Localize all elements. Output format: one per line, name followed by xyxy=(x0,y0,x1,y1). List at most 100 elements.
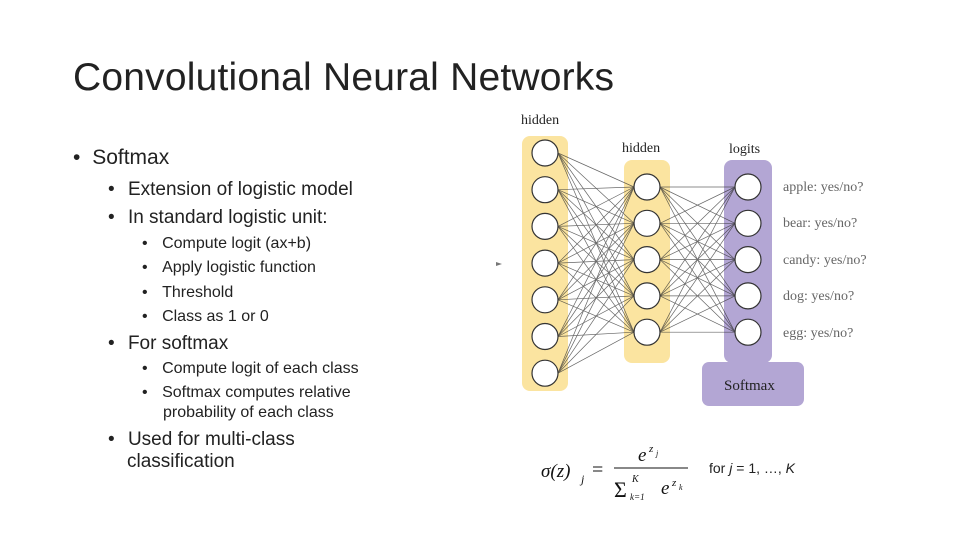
output-label-dog: dog: yes/no? xyxy=(783,289,854,304)
formula-numerator-exp: z xyxy=(648,443,654,455)
network-nodes xyxy=(531,139,762,387)
formula-condition: for j = 1, …, K xyxy=(709,460,796,476)
bullet-extension: • Extension of logistic model xyxy=(108,179,353,201)
slide-title: Convolutional Neural Networks xyxy=(73,56,615,99)
layer-label-logits: logits xyxy=(729,142,760,157)
marker-arrow-icon xyxy=(496,262,502,266)
bullet-text: Threshold xyxy=(162,284,234,301)
bullet-text: Compute logit of each class xyxy=(162,360,359,377)
softmax-formula: σ(z) j = e z j Σ K k=1 e z k xyxy=(541,443,688,502)
node-layer-3 xyxy=(734,246,762,274)
node-layer-1 xyxy=(531,286,559,314)
edge xyxy=(659,186,736,333)
bullet-multiclass-cont: classification xyxy=(127,451,235,472)
formula-denominator-exp-sub: k xyxy=(679,483,683,492)
output-label-egg: egg: yes/no? xyxy=(783,326,853,341)
edge xyxy=(659,186,736,260)
node-layer-1 xyxy=(531,212,559,240)
edge xyxy=(659,186,736,224)
bullet-compute-each: • Compute logit of each class xyxy=(142,360,359,378)
edge xyxy=(659,223,736,333)
formula-numerator-base: e xyxy=(638,445,646,466)
edge xyxy=(557,186,635,191)
edge xyxy=(557,186,635,374)
node-layer-1 xyxy=(531,249,559,277)
bullet-symbol: • xyxy=(108,333,115,354)
node-layer-3 xyxy=(734,173,762,201)
edge xyxy=(557,331,635,374)
condition-end: K xyxy=(786,460,796,476)
layer-label-hidden-1: hidden xyxy=(521,113,559,128)
bullet-text: Apply logistic function xyxy=(162,259,316,276)
bullet-softmax-relative-cont: probability of each class xyxy=(163,404,334,421)
formula-lhs-sub: j xyxy=(579,472,585,486)
bullet-text: For softmax xyxy=(127,333,229,354)
node-layer-1 xyxy=(531,322,559,351)
node-layer-1 xyxy=(531,176,559,204)
node-layer-3 xyxy=(734,282,762,310)
formula-sum-symbol: Σ xyxy=(614,477,627,502)
edge xyxy=(557,152,635,188)
node-layer-2 xyxy=(633,282,661,310)
formula-lhs: σ(z) xyxy=(541,461,570,482)
node-layer-2 xyxy=(633,209,661,237)
edge xyxy=(557,259,635,374)
bullet-symbol: • xyxy=(142,384,148,401)
edge xyxy=(659,186,736,297)
softmax-label: Softmax xyxy=(724,378,775,394)
bullet-softmax-relative: • Softmax computes relative xyxy=(142,384,351,402)
node-layer-1 xyxy=(531,139,559,167)
edge xyxy=(557,223,635,374)
bullet-text: Extension of logistic model xyxy=(127,179,353,200)
bullet-text: Compute logit (ax+b) xyxy=(162,235,312,252)
formula-denominator-exp: z xyxy=(671,477,677,489)
condition-range: = 1, …, xyxy=(732,460,785,476)
bullet-compute-logit: • Compute logit (ax+b) xyxy=(142,235,311,253)
formula-sum-upper: K xyxy=(631,474,640,485)
condition-var: j xyxy=(727,460,733,476)
bullet-softmax: • Softmax xyxy=(73,146,169,170)
softmax-box xyxy=(702,362,804,406)
edge xyxy=(659,295,736,333)
output-label-candy: candy: yes/no? xyxy=(783,253,867,268)
edge xyxy=(557,186,635,300)
edge xyxy=(557,186,635,227)
layer-label-hidden-2: hidden xyxy=(622,141,660,156)
bullet-symbol: • xyxy=(73,146,81,169)
svg-text:for j = 1, …, K: for j = 1, …, K xyxy=(709,460,796,476)
bullet-symbol: • xyxy=(142,360,148,377)
edge xyxy=(557,186,635,264)
bullet-multiclass: • Used for multi-class xyxy=(108,429,295,451)
connection-edges xyxy=(557,152,736,374)
bullet-text: Class as 1 or 0 xyxy=(162,308,269,325)
output-label-bear: bear: yes/no? xyxy=(783,216,857,231)
node-layer-3 xyxy=(734,318,762,346)
node-layer-3 xyxy=(734,209,762,237)
bullet-for-softmax: • For softmax xyxy=(108,333,228,355)
bullet-text: Used for multi-class xyxy=(127,429,295,450)
bullet-symbol: • xyxy=(142,308,148,325)
bullet-symbol: • xyxy=(108,179,115,200)
bullet-text: Softmax xyxy=(92,146,170,169)
node-layer-2 xyxy=(633,318,661,346)
edge xyxy=(557,186,635,337)
bullet-apply-logistic: • Apply logistic function xyxy=(142,259,316,277)
formula-equals: = xyxy=(592,459,603,481)
node-layer-1 xyxy=(531,359,559,387)
node-layer-2 xyxy=(633,173,661,201)
node-layer-2 xyxy=(633,246,661,274)
bullet-symbol: • xyxy=(142,284,148,301)
bullet-threshold: • Threshold xyxy=(142,284,233,302)
bullet-class: • Class as 1 or 0 xyxy=(142,308,269,326)
condition-prefix: for xyxy=(709,460,729,476)
formula-sum-lower: k=1 xyxy=(630,492,645,502)
bullet-symbol: • xyxy=(108,429,115,450)
bullet-standard: • In standard logistic unit: xyxy=(108,207,328,229)
formula-denominator-base: e xyxy=(661,478,669,499)
bullet-symbol: • xyxy=(108,207,115,228)
edge xyxy=(557,295,635,374)
bullet-symbol: • xyxy=(142,259,148,276)
output-label-apple: apple: yes/no? xyxy=(783,180,863,195)
bullet-text: In standard logistic unit: xyxy=(127,207,328,228)
